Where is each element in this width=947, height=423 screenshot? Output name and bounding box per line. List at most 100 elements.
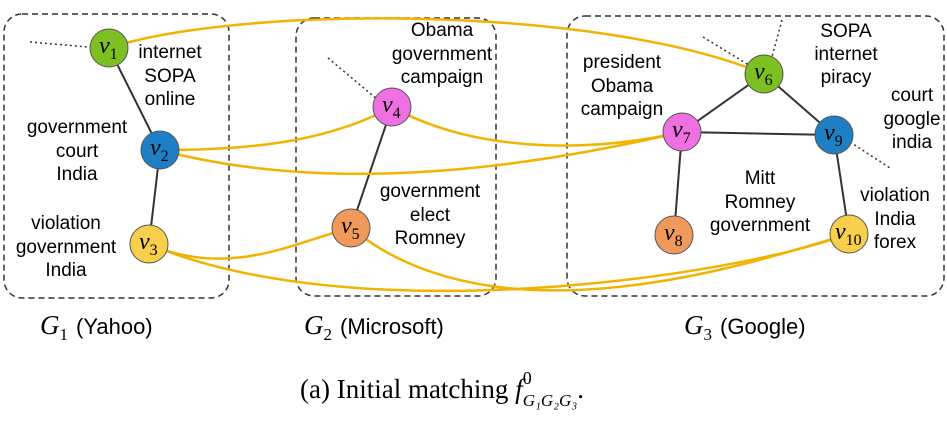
matching-curves [108,17,850,293]
keyword: campaign [581,99,663,120]
keyword: online [145,89,196,110]
node-label: v4 [382,92,401,122]
group-index: 2 [324,325,333,344]
node-v4: v4 [372,87,412,127]
keyword: president [583,52,662,73]
node-label: v9 [824,120,843,150]
node-circle [654,215,694,255]
keyword: government [380,181,481,202]
node-circle [372,87,412,127]
caption-superscript: 0 [523,368,532,388]
keywords-shared-v8: Mitt Romney government [710,168,811,236]
keyword: elect [410,205,451,226]
node-circle [829,214,869,254]
node-v3: v3 [129,224,169,264]
node-circle [129,224,169,264]
keyword: violation [860,185,930,206]
group-label-g2: G2(Microsoft) [304,310,444,344]
group-index: 3 [704,325,713,344]
keyword: government [16,237,117,258]
keywords-v7: president Obama campaign [581,52,663,120]
keywords-v10: violation India forex [860,185,930,253]
caption-suffix: . [577,374,584,404]
matching-v3-v5 [148,226,352,260]
keyword: court [56,141,99,162]
keyword: india [892,132,933,153]
node-label: v7 [672,117,691,147]
matching-v3-v10 [148,232,850,293]
node-v6: v6 [744,54,784,94]
node-v1: v1 [89,28,129,68]
node-circle [744,54,784,94]
graph-nodes: v1 v2 v3 v4 v5 v6 v7 v8 v9 v10 [89,28,869,264]
group-name: (Google) [720,314,806,339]
group-label-g1: G1 (Yahoo) [40,310,153,344]
node-v7: v7 [662,112,702,152]
edge-v7-v9 [681,131,835,136]
keyword: India [874,209,916,230]
keyword: government [710,215,811,236]
matching-v4-v7 [391,105,683,147]
node-circle [140,130,180,170]
keywords-v6: SOPA internet piracy [814,21,878,88]
group-label-g3: G3 (Google) [684,310,806,344]
keyword: India [45,260,87,281]
node-v5: v5 [331,208,371,248]
node-label: v10 [835,219,862,249]
keywords-v3: violation government India [16,213,117,281]
caption-function: f [515,374,526,404]
caption-prefix: (a) Initial matching [300,374,515,404]
keyword: violation [31,213,101,234]
node-circle [662,112,702,152]
keywords-v5: government elect Romney [380,181,481,249]
keyword: government [27,117,128,138]
node-circle [89,28,129,68]
keyword: Obama [591,76,654,97]
node-v9: v9 [814,115,854,155]
svg-text:G3(Google): G3 (Google) [684,310,806,344]
keywords-v2: government court India [27,117,128,185]
node-label: v3 [139,229,158,259]
keyword: Obama [411,20,474,41]
matching-v2-v4 [159,105,393,152]
keyword: internet [814,44,878,65]
dangling-edges [29,19,891,169]
node-label: v5 [341,213,360,243]
group-letter: G [304,310,324,340]
keyword: google [883,109,940,130]
node-circle [814,115,854,155]
group-letter: G [684,310,704,340]
group-letter: G [40,310,60,340]
node-label: v2 [150,135,169,165]
keyword: government [392,44,493,65]
keyword: Mitt [745,168,776,189]
edge-v4-v5 [350,106,393,229]
keyword: piracy [821,67,872,88]
keywords-v1: internet SOPA online [138,42,202,110]
group-index: 1 [60,325,69,344]
keyword: court [891,85,934,106]
keyword: SOPA [820,21,872,42]
group-name: (Yahoo) [76,314,153,339]
group-box-g1 [3,13,230,299]
node-circle [331,208,371,248]
svg-text:G2(Microsoft): G2(Microsoft) [304,310,444,344]
keyword: India [56,164,98,185]
keyword: SOPA [144,66,196,87]
matching-v1-v6 [108,17,765,76]
keyword: forex [874,232,917,253]
node-v10: v10 [829,214,869,254]
node-v2: v2 [140,130,180,170]
keyword: internet [138,42,202,63]
node-v8: v8 [654,215,694,255]
keyword: Romney [395,228,466,249]
node-label: v1 [99,33,118,63]
svg-text:G1(Yahoo): G1 (Yahoo) [40,310,153,344]
keywords-v9: court google india [883,85,940,153]
keyword: campaign [401,67,483,88]
caption-subscript: G₁G₂G₃ [523,391,578,410]
keyword: Romney [725,192,796,213]
keywords-v4: Obama government campaign [392,20,493,88]
